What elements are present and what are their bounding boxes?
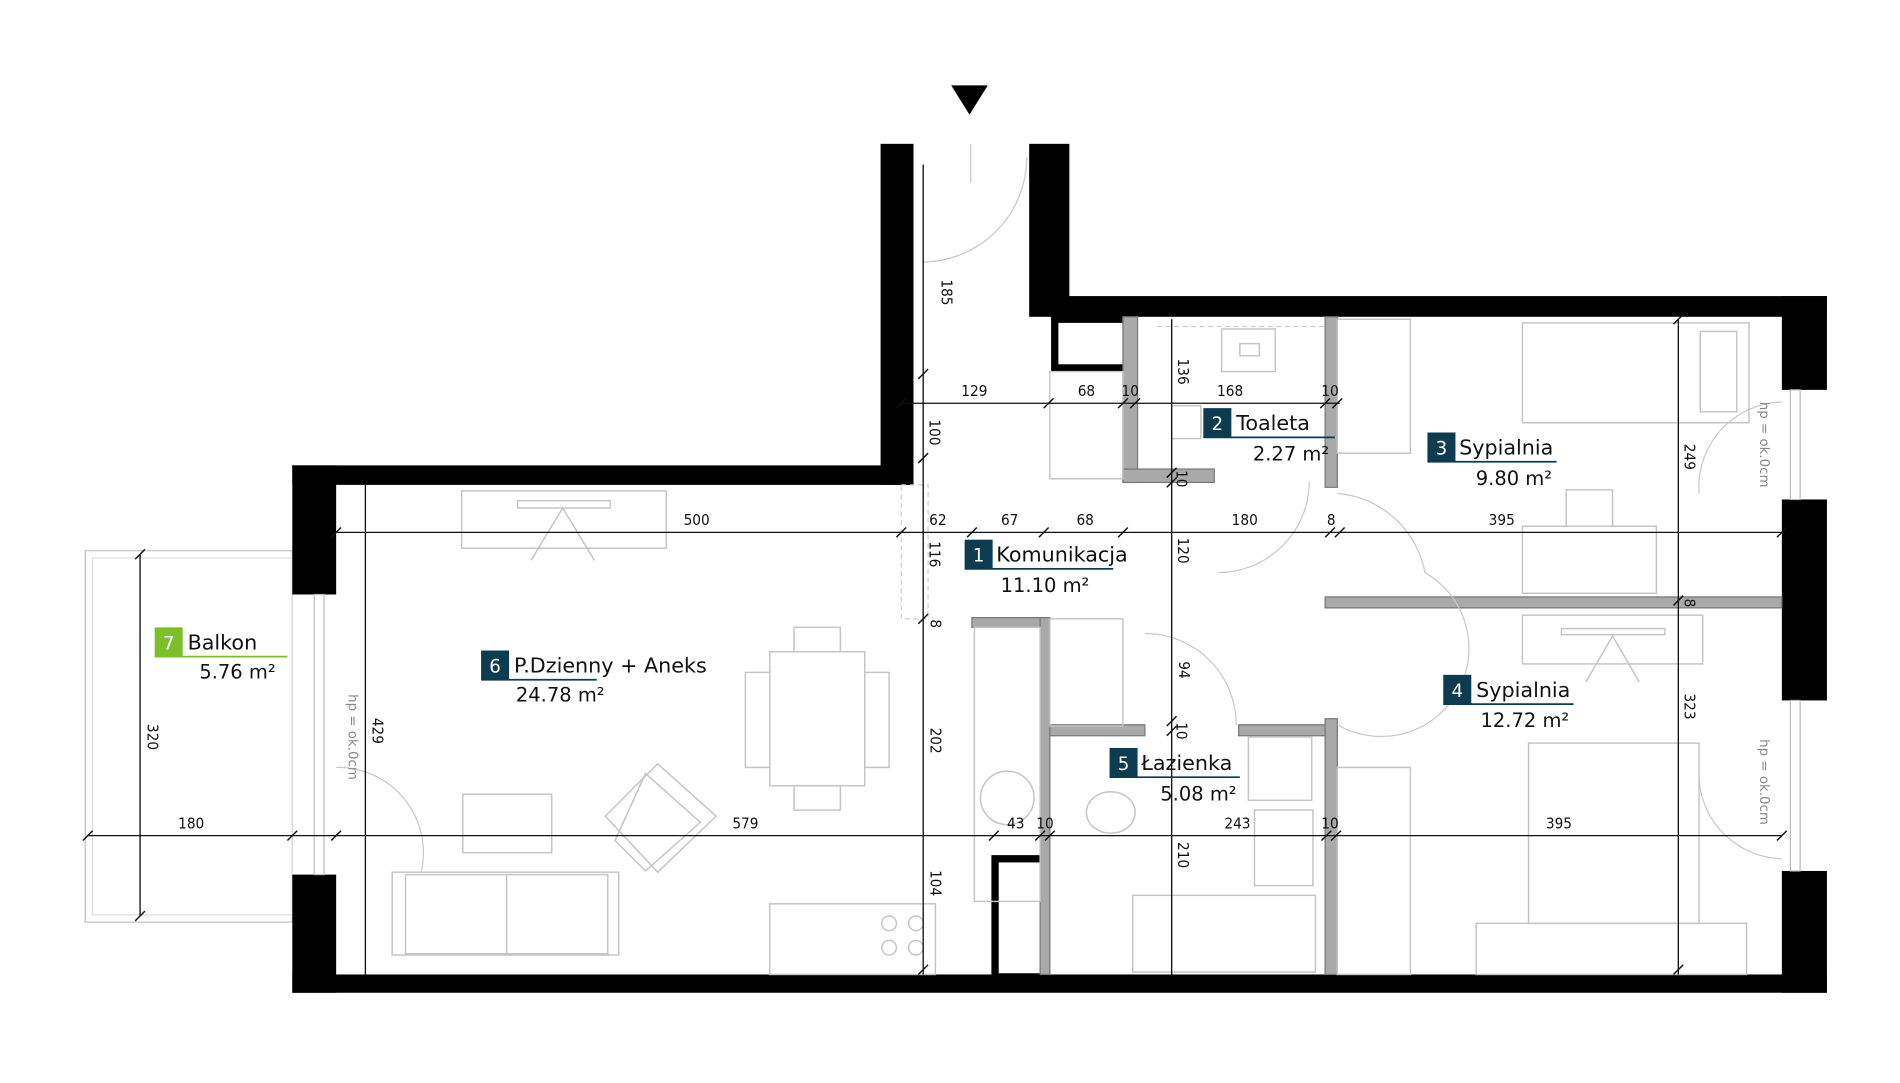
room-number: 5: [1118, 754, 1130, 775]
dimension-label: 116: [925, 541, 943, 567]
dimension-label: 100: [925, 419, 943, 445]
dimension-label: 320: [143, 724, 161, 750]
dimension-label: 10: [1122, 382, 1139, 400]
dimension-label: 395: [1546, 814, 1572, 832]
room-name: P.Dzienny + Aneks: [514, 653, 707, 677]
room-area: 12.72 m²: [1481, 709, 1570, 732]
dimension-label: 10: [1173, 470, 1191, 487]
room-label-6: 6 P.Dzienny + Aneks 24.78 m²: [481, 650, 707, 707]
room-number: 4: [1451, 681, 1463, 702]
furniture: [391, 318, 1750, 976]
dimension-label: 62: [929, 511, 946, 529]
dimension-label: 323: [1680, 693, 1698, 719]
dimension-label: 249: [1680, 444, 1698, 470]
partition-walls: [971, 316, 1783, 976]
room-name: Komunikacja: [996, 543, 1127, 567]
room-name: Sypialnia: [1476, 678, 1570, 702]
room-name: Toaleta: [1235, 411, 1310, 435]
room-number: 1: [973, 546, 985, 567]
dimension-label: 68: [1078, 382, 1095, 400]
dimension-label: 168: [1217, 382, 1243, 400]
room-number: 6: [489, 656, 501, 677]
room-area: 11.10 m²: [1001, 574, 1090, 597]
dimension-label: 68: [1076, 511, 1093, 529]
dimension-label: 202: [927, 728, 945, 754]
dimension-label: 120: [1174, 538, 1192, 564]
dimension-label: 67: [1001, 511, 1018, 529]
structural-walls: [292, 143, 1827, 993]
room-name: Balkon: [188, 630, 258, 654]
window-note: hp = ok.0cm: [344, 694, 359, 780]
dimension-label: 185: [937, 279, 955, 305]
dimension-label: 10: [1321, 814, 1338, 832]
dimension-label: 579: [732, 814, 758, 832]
dimension-label: 136: [1174, 359, 1192, 385]
room-label-3: 3 Sypialnia 9.80 m²: [1427, 432, 1557, 490]
dimension-label: 243: [1224, 814, 1250, 832]
dimension-label: 104: [927, 870, 945, 896]
room-area: 24.78 m²: [516, 684, 605, 707]
room-label-4: 4 Sypialnia 12.72 m²: [1443, 674, 1574, 732]
room-number: 2: [1212, 414, 1224, 435]
dimension-labels: 185 129 68 10 136 168 10 100 10 249 500 …: [143, 279, 1698, 896]
room-number: 3: [1436, 438, 1448, 459]
room-label-7: 7 Balkon 5.76 m²: [154, 627, 288, 684]
room-area: 9.80 m²: [1476, 467, 1552, 490]
room-number: 7: [163, 633, 175, 654]
room-label-1: 1 Komunikacja 11.10 m²: [964, 539, 1128, 597]
dimension-label: 10: [1173, 722, 1191, 739]
room-name: Łazienka: [1140, 751, 1232, 775]
room-area: 2.27 m²: [1253, 443, 1329, 466]
dimension-label: 8: [1680, 599, 1698, 608]
dimension-label: 395: [1489, 511, 1515, 529]
room-label-5: 5 Łazienka 5.08 m²: [1109, 747, 1240, 805]
dimension-label: 94: [1175, 661, 1193, 678]
room-area: 5.08 m²: [1160, 782, 1236, 805]
dimension-label: 429: [369, 718, 387, 744]
dimension-label: 180: [178, 814, 204, 832]
windows: [313, 389, 1801, 876]
entrance-arrow-icon: [951, 85, 988, 115]
dimension-label: 129: [961, 382, 987, 400]
room-area: 5.76 m²: [199, 661, 275, 684]
dimension-label: 8: [927, 619, 945, 628]
dimension-label: 8: [1327, 511, 1336, 529]
dimension-label: 180: [1232, 511, 1258, 529]
dimension-label: 210: [1174, 842, 1192, 868]
dimension-label: 43: [1007, 814, 1024, 832]
room-label-2: 2 Toaleta 2.27 m²: [1203, 408, 1335, 466]
dimension-lines: [82, 164, 1788, 975]
window-notes: hp = ok.0cm hp = ok.0cm hp = ok.0cm: [344, 402, 1771, 825]
room-name: Sypialnia: [1459, 435, 1553, 459]
dimension-label: 10: [1321, 382, 1338, 400]
dimension-label: 10: [1036, 814, 1053, 832]
dimension-label: 500: [684, 511, 710, 529]
window-note: hp = ok.0cm: [1756, 739, 1771, 825]
balcony-outline: [84, 549, 294, 923]
window-note: hp = ok.0cm: [1756, 402, 1771, 488]
